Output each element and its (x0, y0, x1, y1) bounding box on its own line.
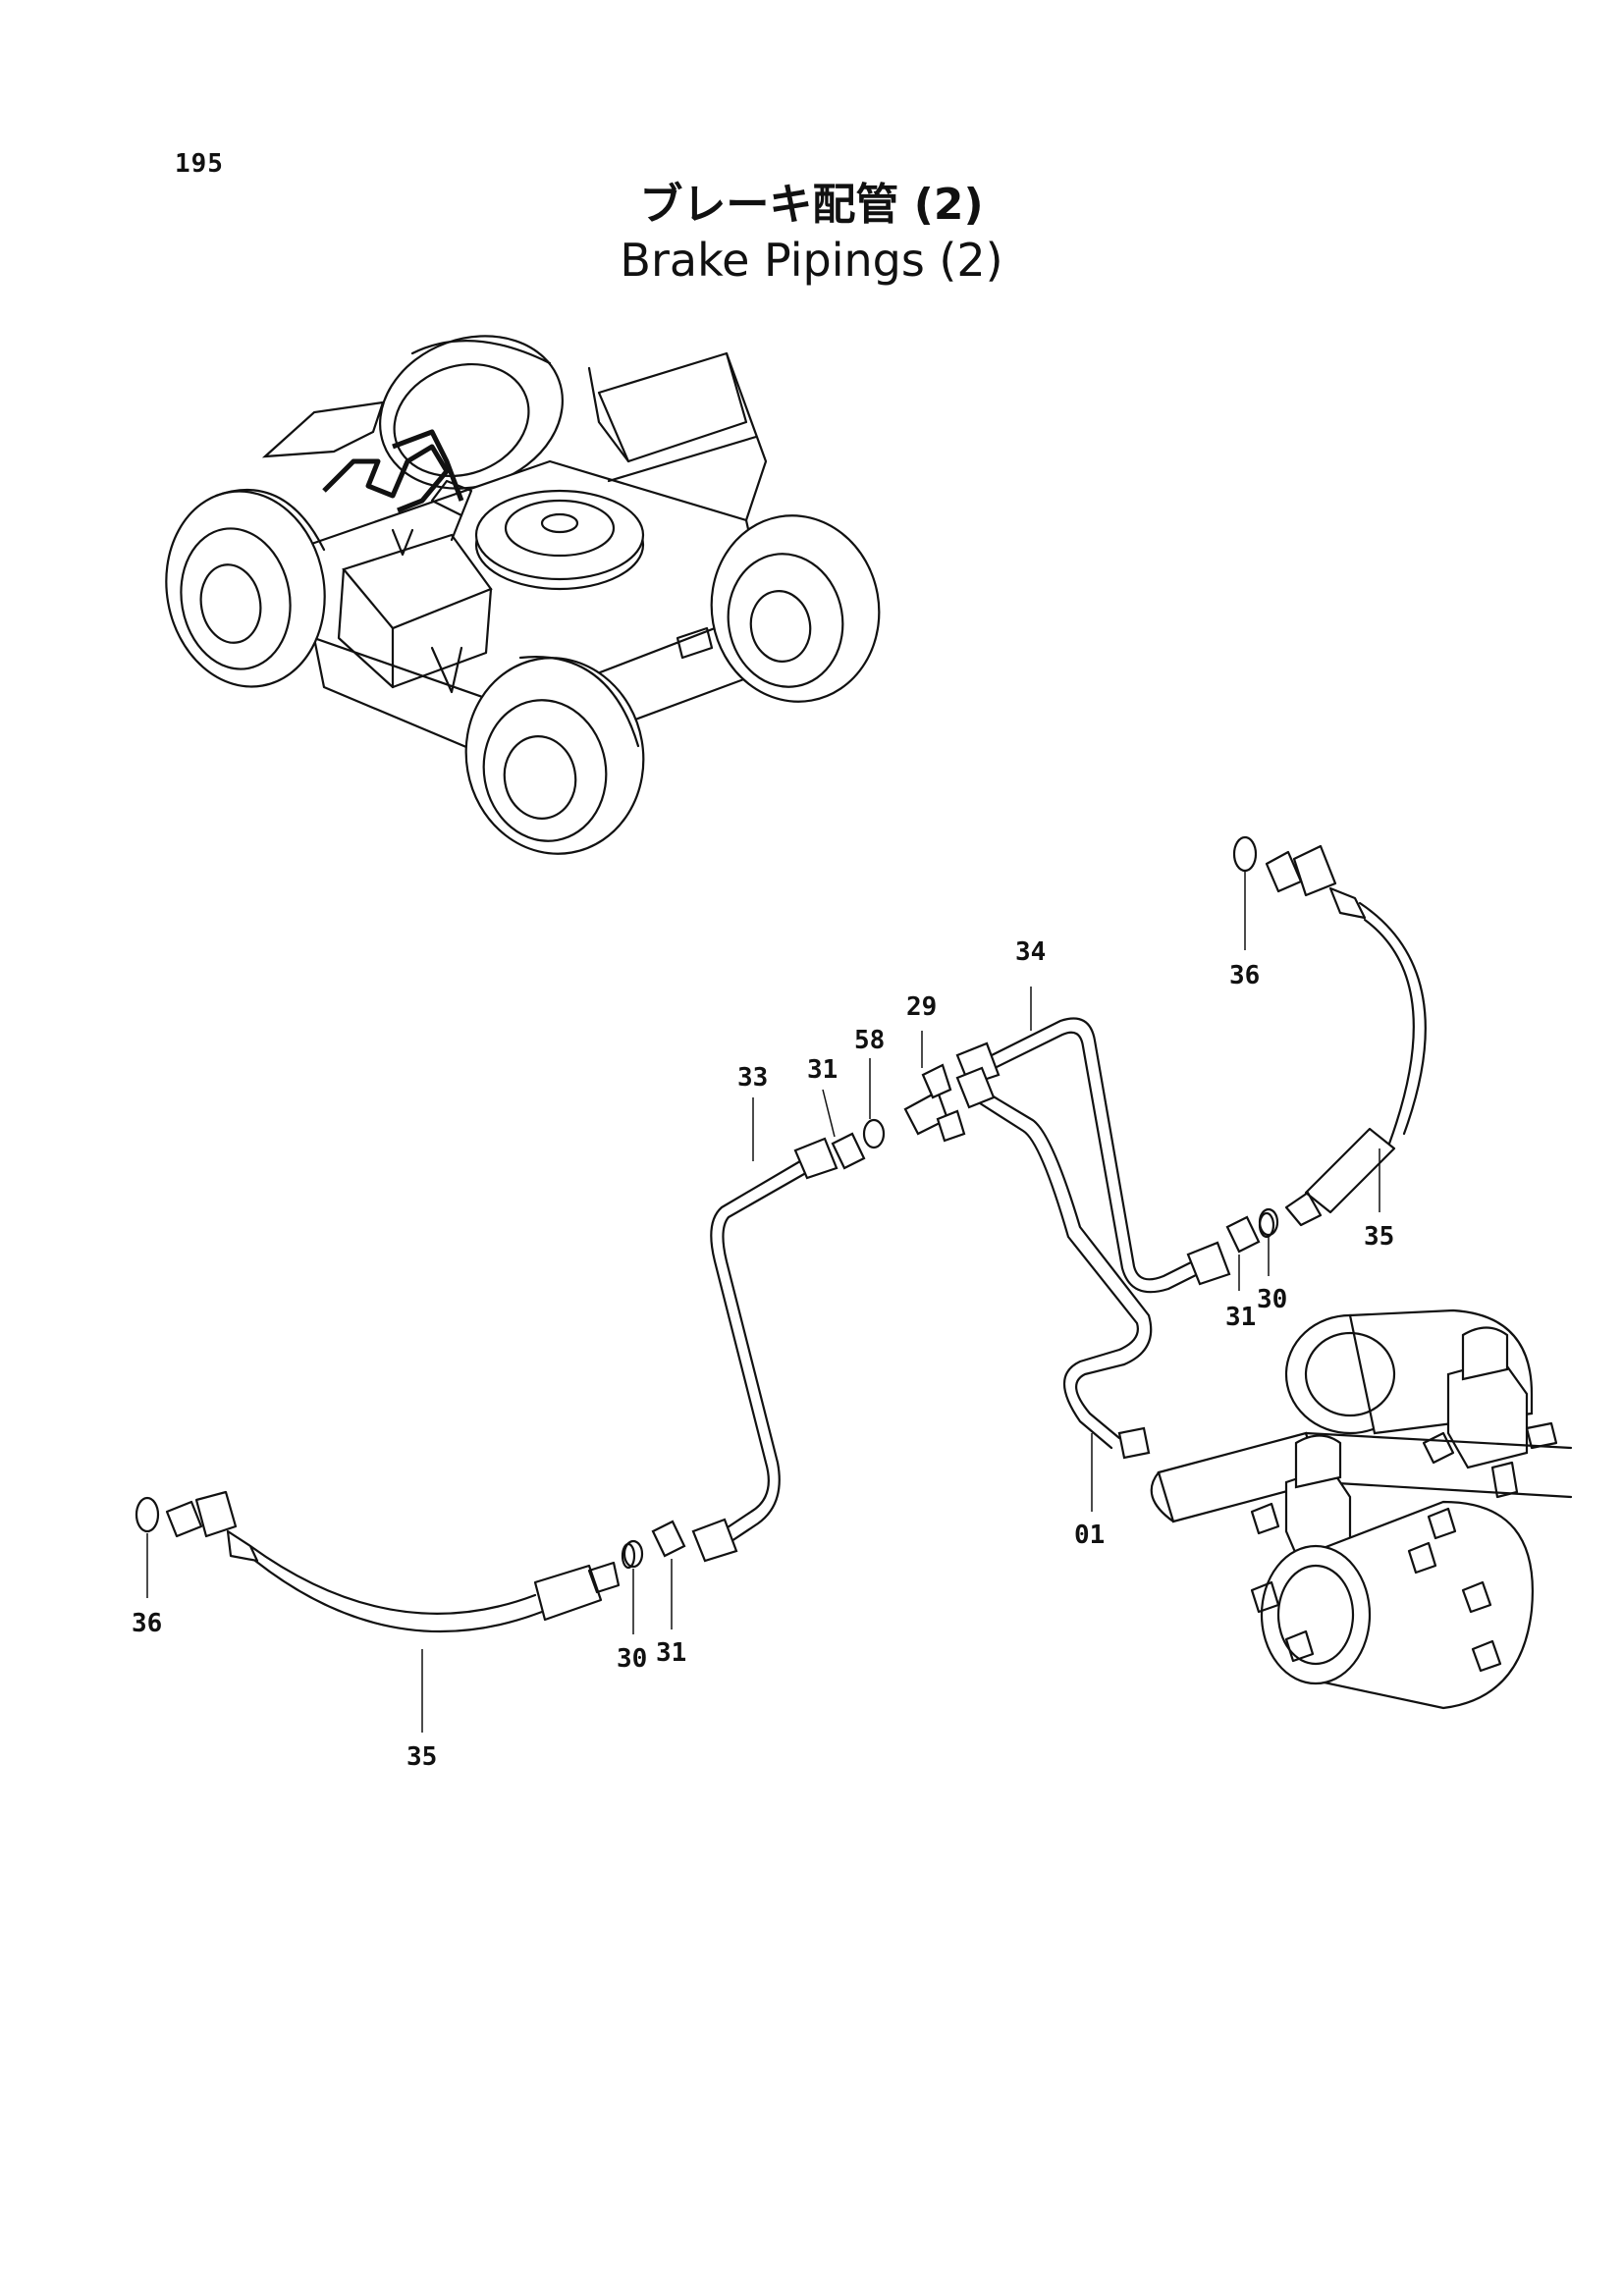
pipe-34 (955, 1017, 1231, 1294)
nut-31-left (651, 1520, 686, 1558)
vehicle-overview-illustration (165, 335, 881, 855)
nut-31-upper (831, 1132, 866, 1170)
turntable (474, 489, 645, 591)
callout-58: 58 (854, 1026, 885, 1055)
brake-valve-assembly (1150, 1308, 1573, 1710)
callout-30-lower: 30 (617, 1644, 647, 1674)
callout-34: 34 (1015, 937, 1046, 967)
callout-30-right: 30 (1257, 1285, 1287, 1314)
callout-36-upper: 36 (1229, 961, 1260, 990)
nut-31-right (1225, 1215, 1261, 1254)
o-ring-36-left (135, 1496, 160, 1533)
washer-58 (862, 1118, 886, 1149)
axle-housing (337, 533, 714, 694)
page-title-english: Brake Pipings (2) (620, 234, 1003, 287)
wheel-front-left (165, 488, 326, 688)
ring-30-right (1258, 1207, 1279, 1237)
callout-36-lower: 36 (132, 1609, 162, 1638)
callout-01: 01 (1074, 1521, 1105, 1550)
callout-31-upper: 31 (807, 1055, 838, 1085)
o-ring-36-right (1232, 835, 1258, 873)
callout-labels: 36 34 29 58 31 33 35 31 30 01 36 30 31 3… (132, 937, 1394, 1772)
hose-35-left (135, 1490, 636, 1633)
wheel-front-right (464, 656, 645, 855)
brake-pipe-highlight (261, 400, 473, 557)
callout-35-right: 35 (1364, 1222, 1394, 1252)
ring-30-left (622, 1539, 644, 1569)
page-title-japanese: ブレーキ配管 (2) (639, 180, 984, 230)
pipe-01 (955, 1066, 1153, 1460)
callout-35-lower: 35 (406, 1742, 437, 1772)
wheel-rear-right (710, 514, 881, 703)
callout-33: 33 (737, 1063, 768, 1093)
fittings (622, 1063, 1279, 1569)
page-number: 195 (175, 149, 224, 179)
callout-31-right: 31 (1225, 1303, 1256, 1332)
callout-29: 29 (906, 992, 937, 1022)
callout-31-lower: 31 (656, 1638, 686, 1668)
hose-35-right (1232, 835, 1427, 1239)
pipe-33 (691, 1137, 839, 1563)
leader-lines (146, 872, 1380, 1733)
